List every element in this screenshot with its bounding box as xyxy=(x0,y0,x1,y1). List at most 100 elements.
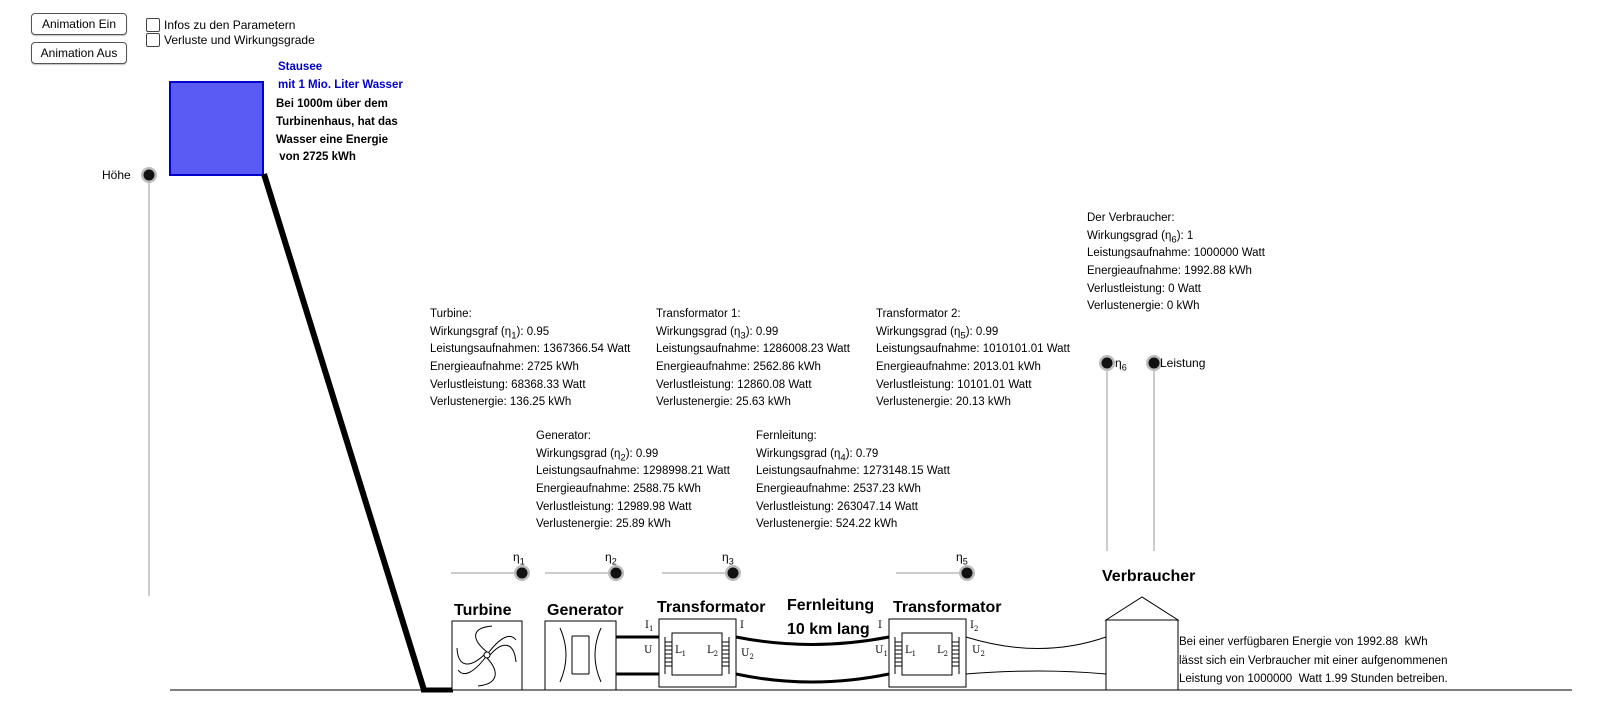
reservoir-description: Bei 1000m über dem Turbinenhaus, hat das… xyxy=(276,96,398,167)
power-line-length: 10 km lang xyxy=(787,621,870,638)
info-power: Leistungsaufnahme: 1286008.23 Watt xyxy=(656,343,850,356)
penstock-pipe xyxy=(261,173,427,691)
generator-icon xyxy=(544,620,617,691)
reservoir-subtitle: mit 1 Mio. Liter Wasser xyxy=(278,79,403,91)
checkbox-box[interactable] xyxy=(146,33,160,47)
t2-voltage1-label: U1 xyxy=(875,645,888,658)
info-efficiency: Wirkungsgrad (η6): 1 xyxy=(1087,229,1194,245)
power-line-label: Fernleitung xyxy=(787,597,875,614)
info-energy: Energieaufnahme: 2537.23 kWh xyxy=(756,483,921,496)
info-loss-energy: Verlustenergie: 0 kWh xyxy=(1087,300,1200,313)
info-efficiency: Wirkungsgrad (η2): 0.99 xyxy=(536,447,659,463)
consumer-house-icon xyxy=(1104,596,1180,691)
turbine-icon xyxy=(451,620,523,691)
info-power: Leistungsaufnahme: 1298998.21 Watt xyxy=(536,465,730,478)
t2-coil2-label: L2 xyxy=(937,645,949,658)
info-power: Leistungsaufnahme: 1010101.01 Watt xyxy=(876,343,1070,356)
wire xyxy=(965,636,1107,649)
summary-line: lässt sich ein Verbraucher mit einer auf… xyxy=(1179,654,1448,667)
info-energy: Energieaufnahme: 1992.88 kWh xyxy=(1087,265,1252,278)
t1-current2-label: I xyxy=(740,620,744,631)
t1-current1-label: I1 xyxy=(645,620,654,633)
height-slider-label: Höhe xyxy=(102,168,131,182)
reservoir-title: Stausee xyxy=(278,61,323,73)
t1-coil1-label: L1 xyxy=(675,645,687,658)
eta1-label: η1 xyxy=(513,550,525,567)
t2-current1-label: I xyxy=(878,620,882,631)
transformer1-label: Transformator xyxy=(657,599,766,616)
info-loss-power: Verlustleistung: 12989.98 Watt xyxy=(536,500,692,513)
info-title: Turbine: xyxy=(430,308,472,320)
info-power: Leistungsaufnahmen: 1367366.54 Watt xyxy=(430,343,631,356)
eta2-slider-knob[interactable] xyxy=(610,567,622,579)
checkbox-box[interactable] xyxy=(146,18,160,32)
turbine-info: Turbine: Wirkungsgraf (η1): 0.95 Leistun… xyxy=(430,306,630,412)
summary-line: Bei einer verfügbaren Energie von 1992.8… xyxy=(1179,636,1428,648)
info-loss-energy: Verlustenergie: 20.13 kWh xyxy=(876,396,1011,409)
t2-current2-label: I2 xyxy=(970,620,979,633)
generator-label: Generator xyxy=(547,602,624,619)
info-loss-power: Verlustleistung: 12860.08 Watt xyxy=(656,378,812,391)
info-loss-power: Verlustleistung: 263047.14 Watt xyxy=(756,500,918,513)
consumer-label: Verbraucher xyxy=(1102,568,1196,585)
checkbox-label: Infos zu den Parametern xyxy=(164,18,296,32)
turbine-label: Turbine xyxy=(454,602,512,619)
summary-text: Bei einer verfügbaren Energie von 1992.8… xyxy=(1179,633,1448,689)
t1-voltage1-label: U xyxy=(644,645,653,656)
info-loss-power: Verlustleistung: 0 Watt xyxy=(1087,282,1201,295)
checkbox-losses-efficiencies[interactable]: Verluste und Wirkungsgrade xyxy=(146,33,315,47)
info-title: Generator: xyxy=(536,430,591,442)
power-line-lower xyxy=(735,672,890,684)
line-info: Fernleitung: Wirkungsgrad (η4): 0.79 Lei… xyxy=(756,428,950,534)
transformer2-icon xyxy=(888,618,967,688)
info-loss-energy: Verlustenergie: 524.22 kWh xyxy=(756,518,898,531)
t2-coil1-label: L1 xyxy=(905,645,917,658)
eta2-label: η2 xyxy=(605,550,617,567)
info-title: Transformator 2: xyxy=(876,308,961,320)
checkbox-infos-parameters[interactable]: Infos zu den Parametern xyxy=(146,18,295,32)
consumer-info: Der Verbraucher: Wirkungsgrad (η6): 1 Le… xyxy=(1087,210,1265,316)
info-energy: Energieaufnahme: 2013.01 kWh xyxy=(876,361,1041,374)
summary-line: Leistung von 1000000 Watt 1.99 Stunden b… xyxy=(1179,673,1448,685)
info-efficiency: Wirkungsgraf (η1): 0.95 xyxy=(430,325,550,341)
info-power: Leistungsaufnahme: 1000000 Watt xyxy=(1087,247,1265,260)
info-efficiency: Wirkungsgrad (η3): 0.99 xyxy=(656,325,779,341)
info-loss-power: Verlustleistung: 68368.33 Watt xyxy=(430,378,586,391)
eta5-slider-knob[interactable] xyxy=(961,567,973,579)
animation-on-button[interactable]: Animation Ein xyxy=(31,13,127,35)
transformer2-info: Transformator 2: Wirkungsgrad (η5): 0.99… xyxy=(876,306,1070,412)
eta3-slider-knob[interactable] xyxy=(727,567,739,579)
info-loss-energy: Verlustenergie: 25.89 kWh xyxy=(536,518,671,531)
info-loss-energy: Verlustenergie: 25.63 kWh xyxy=(656,396,791,409)
t1-coil2-label: L2 xyxy=(707,645,719,658)
info-loss-power: Verlustleistung: 10101.01 Watt xyxy=(876,378,1032,391)
transformer2-label: Transformator xyxy=(893,599,1002,616)
eta3-label: η3 xyxy=(722,550,734,567)
info-loss-energy: Verlustenergie: 136.25 kWh xyxy=(430,396,572,409)
t1-voltage2-label: U2 xyxy=(741,648,754,661)
transformer1-icon xyxy=(658,618,737,688)
reservoir-rect xyxy=(169,81,264,176)
info-power: Leistungsaufnahme: 1273148.15 Watt xyxy=(756,465,950,478)
info-energy: Energieaufnahme: 2588.75 kWh xyxy=(536,483,701,496)
reservoir-line: Turbinenhaus, hat das xyxy=(276,115,398,128)
info-title: Der Verbraucher: xyxy=(1087,212,1175,224)
eta1-slider-knob[interactable] xyxy=(516,567,528,579)
transformer1-info: Transformator 1: Wirkungsgrad (η3): 0.99… xyxy=(656,306,850,412)
eta5-label: η5 xyxy=(956,550,968,567)
eta6-slider-knob[interactable] xyxy=(1101,357,1113,369)
wire xyxy=(965,670,1107,675)
animation-off-button[interactable]: Animation Aus xyxy=(31,42,127,64)
info-efficiency: Wirkungsgrad (η4): 0.79 xyxy=(756,447,879,463)
power-line-upper xyxy=(735,635,890,646)
info-title: Fernleitung: xyxy=(756,430,817,442)
info-title: Transformator 1: xyxy=(656,308,741,320)
power-slider-label: Leistung xyxy=(1160,356,1206,370)
info-energy: Energieaufnahme: 2725 kWh xyxy=(430,361,579,374)
height-slider-knob[interactable] xyxy=(143,169,155,181)
reservoir-line: Bei 1000m über dem xyxy=(276,98,388,110)
power-slider-knob[interactable] xyxy=(1148,357,1160,369)
info-energy: Energieaufnahme: 2562.86 kWh xyxy=(656,361,821,374)
reservoir-line: von 2725 kWh xyxy=(276,151,356,164)
info-efficiency: Wirkungsgrad (η5): 0.99 xyxy=(876,325,999,341)
